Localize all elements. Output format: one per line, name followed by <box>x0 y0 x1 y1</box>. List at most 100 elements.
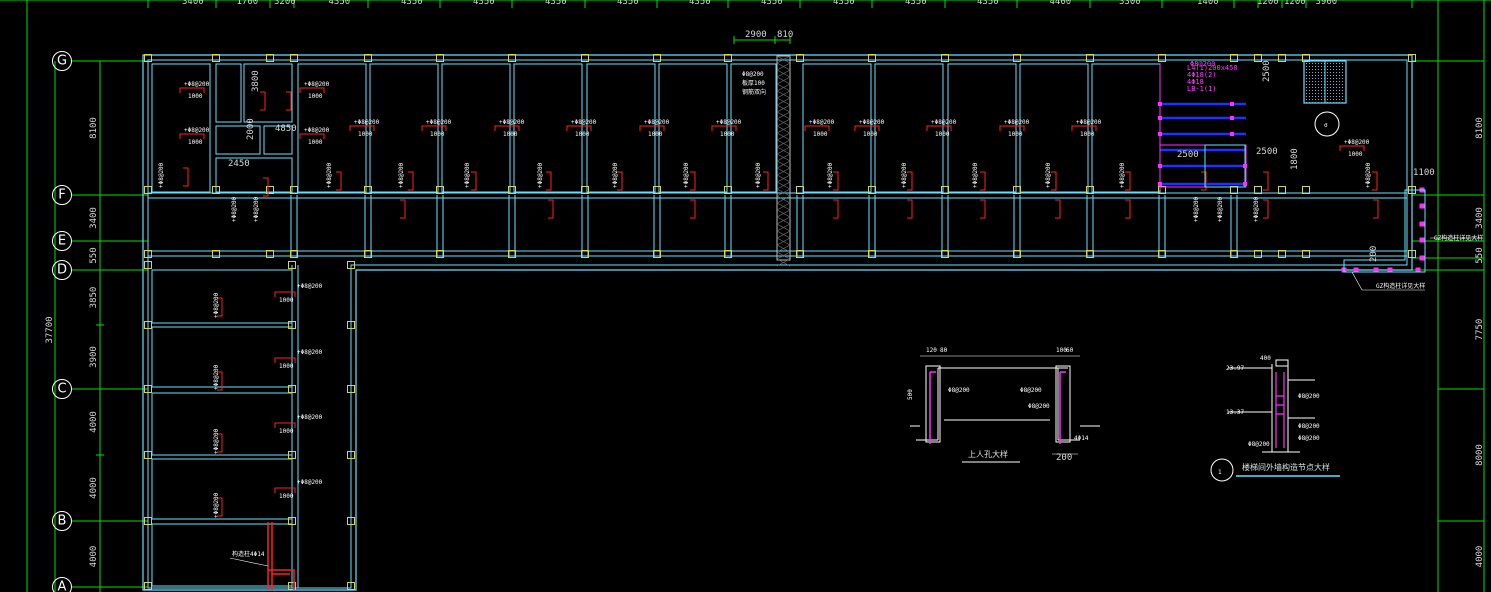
column-square <box>288 582 296 590</box>
column-square <box>1302 186 1310 194</box>
small-dim-label: 810 <box>777 30 793 40</box>
rebar-hook-horizontal <box>179 87 205 93</box>
room-outline <box>1019 63 1089 193</box>
shaft-dot <box>1333 78 1334 79</box>
room-dimension-label: 2000 <box>246 118 256 140</box>
rebar-hook-vertical <box>217 371 223 391</box>
slab-rebar-label: +Φ8@200 <box>297 414 323 421</box>
shaft-dot <box>1321 78 1322 79</box>
shaft-circle-label: σ <box>1324 122 1328 129</box>
column-square <box>212 250 220 258</box>
top-dimension-label: 3900 <box>1316 0 1338 7</box>
column-square <box>144 186 152 194</box>
section-b-symbol: 1 <box>1218 469 1222 476</box>
section-a-dim: 60 <box>1066 347 1074 354</box>
rebar-hook-vertical <box>980 199 986 219</box>
shaft-dot <box>1339 78 1340 79</box>
shaft-dot <box>1312 93 1313 94</box>
slab-rebar-label: +Φ8@200 <box>972 162 979 188</box>
left-dimension-label: 3400 <box>89 207 99 229</box>
stair-node <box>1230 116 1234 120</box>
shaft-dot <box>1330 102 1331 103</box>
bottom-left-leader <box>229 557 269 567</box>
column-square <box>364 54 372 62</box>
shaft-dot <box>1312 63 1313 64</box>
shaft-dot <box>1318 78 1319 79</box>
slab-rebar-label: +Φ8@200 <box>827 162 834 188</box>
shaft-dot <box>1327 87 1328 88</box>
left-dimension-label: 4000 <box>89 546 99 568</box>
chimney-hatch <box>776 132 791 141</box>
column-square <box>288 385 296 393</box>
section-b-symbol-circle <box>1210 458 1234 482</box>
shaft-dot <box>1342 72 1343 73</box>
chimney-hatch <box>776 209 791 218</box>
column-square <box>1158 250 1166 258</box>
shaft-dot <box>1339 87 1340 88</box>
column-square <box>508 250 516 258</box>
column-square <box>212 54 220 62</box>
section-b-level: 13.37 <box>1226 409 1244 416</box>
rebar-hook-horizontal <box>274 291 296 297</box>
gz-leader <box>1351 271 1425 291</box>
rebar-hook-horizontal <box>639 125 665 131</box>
room-outline <box>513 63 583 193</box>
shaft-dot <box>1333 69 1334 70</box>
axis-bubble <box>52 51 72 71</box>
column-square <box>144 451 152 459</box>
bottom-red-detail <box>267 522 295 590</box>
top-dimension-label: 4350 <box>401 0 423 7</box>
section-a-dim: 500 <box>907 389 914 400</box>
shaft-dot <box>1336 78 1337 79</box>
shaft-dot <box>1330 93 1331 94</box>
section-a-dim: 100 <box>1056 347 1067 354</box>
shaft-dot <box>1342 66 1343 67</box>
shaft-dot <box>1315 87 1316 88</box>
shaft-dot <box>1315 93 1316 94</box>
shaft-dot <box>1312 87 1313 88</box>
gz-node <box>1353 267 1359 273</box>
section-a-wall-right <box>1055 365 1071 443</box>
shaft-dot <box>1342 96 1343 97</box>
slab-rebar-label: +Φ8@200 <box>253 196 260 222</box>
chimney-hatch <box>776 111 791 120</box>
stair-node <box>1158 132 1162 136</box>
shaft-dot <box>1333 75 1334 76</box>
section-b-title: 楼梯间外墙构造节点大样 <box>1242 462 1330 472</box>
stair-note: L4(1)200x450 <box>1187 64 1238 72</box>
slab-rebar-label: 1000 <box>503 131 518 138</box>
shaft-dot <box>1339 69 1340 70</box>
shaft-dot <box>1309 75 1310 76</box>
column-square <box>288 451 296 459</box>
section-b-cap <box>1275 359 1289 367</box>
right-dimension-label: 8100 <box>1475 117 1485 139</box>
column-square <box>941 250 949 258</box>
column-square <box>1278 186 1286 194</box>
section-b-level: 23.97 <box>1226 365 1244 372</box>
chimney-note: 钢筋双向 <box>742 88 766 96</box>
slab-rebar-label: +Φ8@200 <box>809 119 835 126</box>
shaft-dot <box>1315 63 1316 64</box>
slab-rebar-label: +Φ8@200 <box>231 196 238 222</box>
column-square <box>653 54 661 62</box>
column-square <box>653 250 661 258</box>
gz-node <box>1415 267 1421 273</box>
shaft-dot <box>1318 87 1319 88</box>
axis-label: B <box>58 514 67 529</box>
column-square <box>1230 250 1238 258</box>
slab-rebar-label: 1000 <box>279 493 294 500</box>
shaft-dot <box>1315 84 1316 85</box>
column-square <box>724 250 732 258</box>
rebar-hook-vertical <box>907 199 913 219</box>
column-square <box>1408 250 1416 258</box>
column-square <box>144 385 152 393</box>
column-square <box>144 250 152 258</box>
rebar-hook-horizontal <box>179 133 205 139</box>
shaft-dot <box>1330 90 1331 91</box>
shaft-dot <box>1327 102 1328 103</box>
shaft-dot <box>1330 69 1331 70</box>
top-dimension-label: 4350 <box>617 0 639 7</box>
slab-rebar-label: +Φ8@200 <box>755 162 762 188</box>
column-square <box>1408 54 1416 62</box>
